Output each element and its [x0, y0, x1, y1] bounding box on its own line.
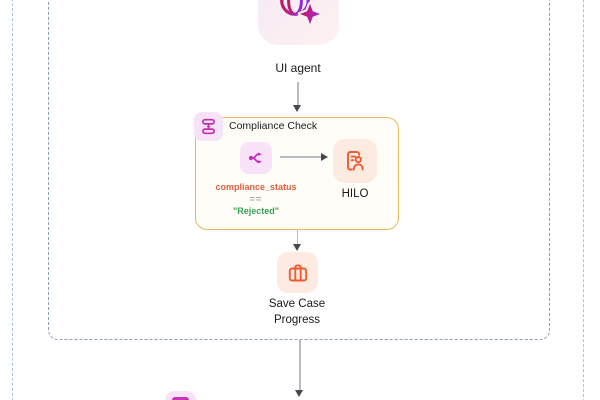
ui-agent-node[interactable]	[258, 0, 339, 45]
briefcase-icon	[288, 263, 307, 281]
save-case-progress-node[interactable]	[277, 252, 318, 293]
user-document-icon	[347, 151, 364, 171]
condition-operator: ==	[249, 194, 263, 204]
condition-expression: compliance_status == "Rejected"	[196, 182, 316, 216]
split-condition-node[interactable]	[240, 142, 272, 174]
flow-steps-icon	[202, 118, 215, 135]
condition-value: "Rejected"	[232, 206, 280, 216]
compliance-check-badge[interactable]	[194, 112, 223, 141]
bottom-partial-node[interactable]	[165, 391, 196, 400]
condition-field: compliance_status	[215, 182, 297, 192]
split-branch-icon	[248, 152, 262, 164]
compliance-check-title: Compliance Check	[229, 120, 318, 132]
hilo-node[interactable]	[333, 139, 377, 183]
globe-sparkle-icon	[279, 0, 322, 27]
save-case-progress-label: Save Case Progress	[268, 298, 326, 326]
hilo-label: HILO	[341, 188, 369, 200]
outer-loop-dashed-border	[12, 0, 584, 400]
pink-node-icon	[172, 397, 189, 400]
ui-agent-label: UI agent	[275, 61, 321, 75]
